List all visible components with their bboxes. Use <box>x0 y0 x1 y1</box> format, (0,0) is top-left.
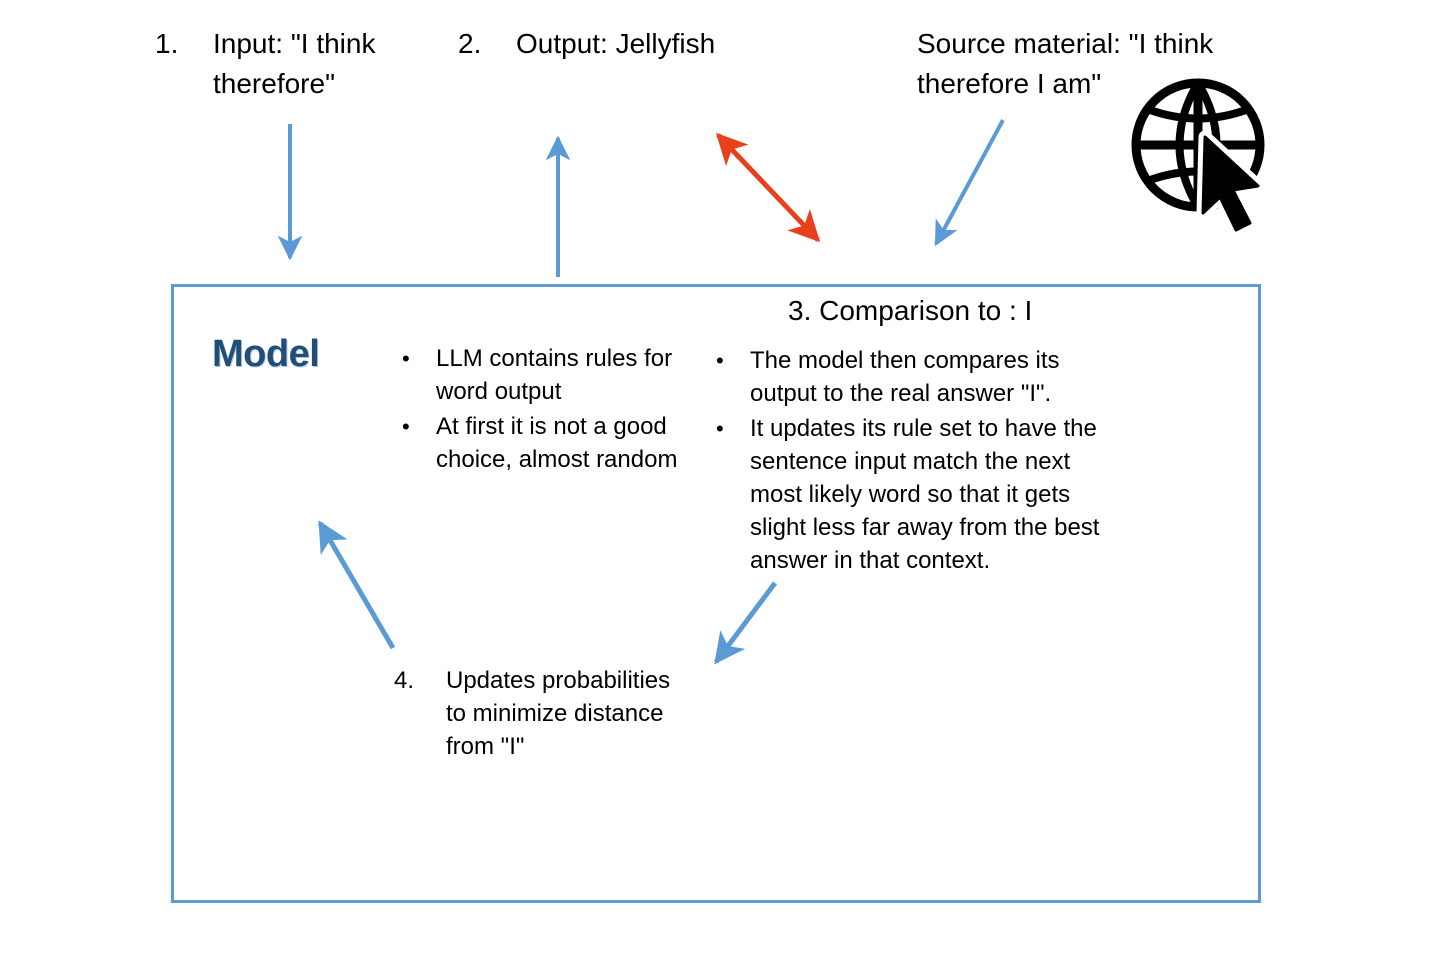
comparison-heading: 3. Comparison to : I <box>788 295 1033 326</box>
list-item: • The model then compares its output to … <box>716 344 1136 410</box>
top-label-2-text: Output: Jellyfish <box>516 28 716 59</box>
list-item: • It updates its rule set to have the se… <box>716 412 1136 577</box>
model-box <box>171 284 1261 903</box>
model-right-bullet-list: • The model then compares its output to … <box>716 344 1136 579</box>
list-item: • LLM contains rules for word output <box>402 342 722 408</box>
list-item: • At first it is not a good choice, almo… <box>402 410 722 476</box>
top-label-source-text: Source material: "I think therefore I am… <box>917 28 1214 99</box>
bullet-glyph: • <box>402 414 410 439</box>
list-item-text: The model then compares its output to th… <box>750 347 1060 407</box>
model-title: Model <box>212 333 320 375</box>
globe-with-cursor-icon <box>1131 78 1265 237</box>
comparison-arrow <box>715 132 821 243</box>
bullet-glyph: • <box>716 348 724 373</box>
update-step-text: Updates probabilities to minimize distan… <box>446 667 671 760</box>
bullet-glyph: • <box>402 346 410 371</box>
update-step-item: 4. Updates probabilities to minimize dis… <box>394 664 696 763</box>
list-item-text: LLM contains rules for word output <box>436 345 673 405</box>
top-label-1-number: 1. <box>155 28 179 59</box>
update-step-number: 4. <box>394 667 415 694</box>
source-arrow <box>934 119 1005 247</box>
top-label-2-number: 2. <box>458 28 482 59</box>
list-item-text: It updates its rule set to have the sent… <box>750 415 1100 574</box>
bullet-glyph: • <box>716 416 724 441</box>
model-left-bullet-list: • LLM contains rules for word output • A… <box>402 342 722 478</box>
top-label-1-text: Input: "I think therefore" <box>213 28 376 99</box>
list-item-text: At first it is not a good choice, almost… <box>436 413 678 473</box>
